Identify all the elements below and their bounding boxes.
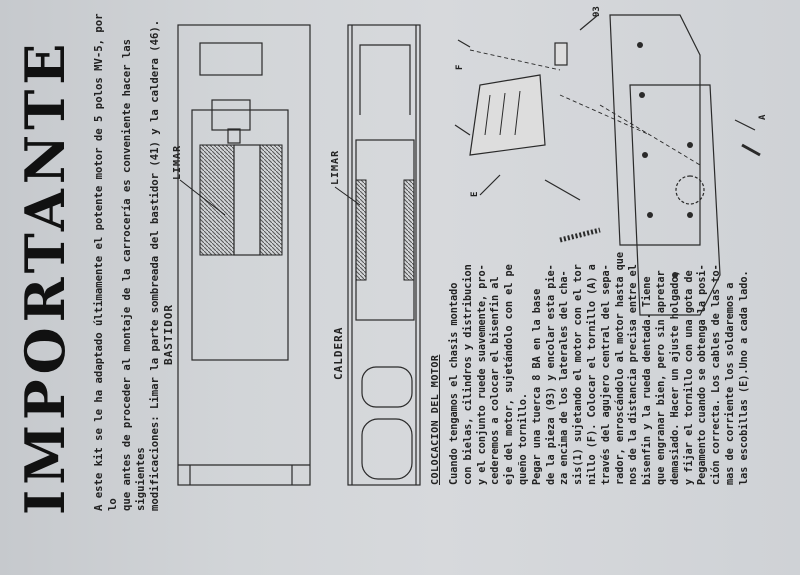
callout-e: E [470, 191, 480, 197]
screw-a [741, 143, 761, 157]
caldera-outline [347, 24, 421, 486]
caldera-hatched-area [355, 179, 367, 281]
callout-a: A [758, 114, 768, 120]
bracket-93 [554, 42, 568, 66]
chassis-plate-lower [629, 84, 721, 316]
caldera-hatched-area-2 [403, 179, 415, 281]
chassis-plate-upper [609, 14, 701, 246]
bastidor-hatched-area-2 [259, 144, 283, 256]
screw-f [457, 39, 471, 48]
callout-f: F [455, 64, 465, 70]
gear-wheel [675, 175, 705, 205]
callout-93: 93 [592, 6, 602, 17]
worm-gear [559, 227, 601, 243]
bastidor-hatched-area [199, 144, 235, 256]
bastidor-outline [177, 24, 311, 486]
motor-body [469, 74, 546, 156]
